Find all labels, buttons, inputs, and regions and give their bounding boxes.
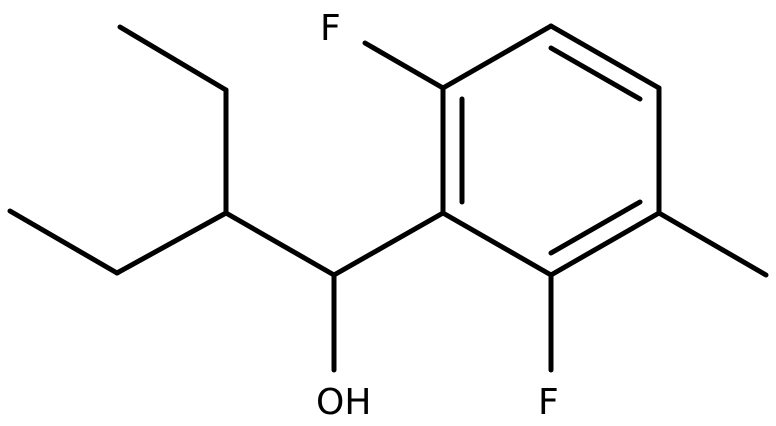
bond-ring-fluorine-top <box>362 40 446 91</box>
ring-bond-c5-c6-inner <box>548 199 643 256</box>
bond-ch-carbinol <box>223 210 337 278</box>
ring-bond-c5-c6 <box>548 210 662 278</box>
ring-bond-c2-c3 <box>440 23 554 91</box>
ring-bond-c3-c4-inner <box>548 45 643 102</box>
atom-hydroxyl: OH <box>316 382 371 423</box>
bond-ethyl-lower-ch2 <box>114 210 229 276</box>
ring-bond-c3-c4 <box>548 23 662 91</box>
ring-bond-c6-c1 <box>440 210 554 278</box>
atom-fluorine-bottom: F <box>538 382 559 423</box>
bond-ethyl-lower-terminal <box>7 208 120 276</box>
bond-ring-methyl <box>656 210 769 278</box>
bond-ethyl-upper-terminal <box>117 24 229 93</box>
bond-carbinol-ring <box>331 210 446 278</box>
atom-fluorine-top: F <box>320 8 341 49</box>
